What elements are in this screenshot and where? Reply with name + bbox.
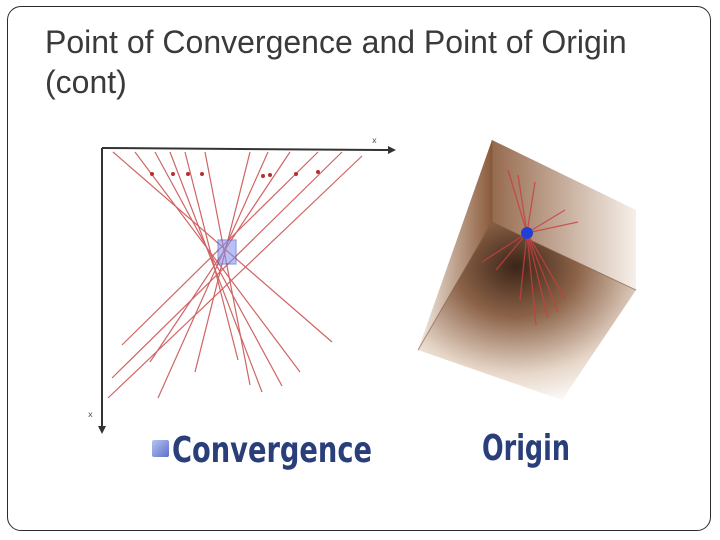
room-left-wall bbox=[418, 140, 492, 350]
convergence-area-marker bbox=[217, 239, 237, 265]
x-axis-label: x bbox=[372, 136, 377, 145]
origin-trajectory-lines bbox=[481, 169, 579, 326]
origin-figure: Origin bbox=[417, 140, 637, 469]
origin-point bbox=[521, 227, 533, 239]
slide-title: Point of Convergence and Point of Origin… bbox=[45, 24, 627, 100]
x-axis-arrow-icon bbox=[388, 146, 396, 154]
y-axis-arrow-icon bbox=[98, 426, 106, 434]
legend-square-icon bbox=[152, 440, 169, 457]
x-axis-line bbox=[101, 147, 389, 151]
y-axis-label: x bbox=[88, 410, 93, 419]
origin-caption: Origin bbox=[482, 428, 570, 469]
impact-points bbox=[150, 170, 320, 178]
room-right-wall bbox=[492, 140, 636, 290]
convergence-caption: Convergence bbox=[172, 430, 372, 471]
convergence-figure: x x bbox=[88, 136, 396, 471]
trajectory-lines bbox=[107, 151, 363, 399]
room-floor bbox=[418, 222, 636, 400]
